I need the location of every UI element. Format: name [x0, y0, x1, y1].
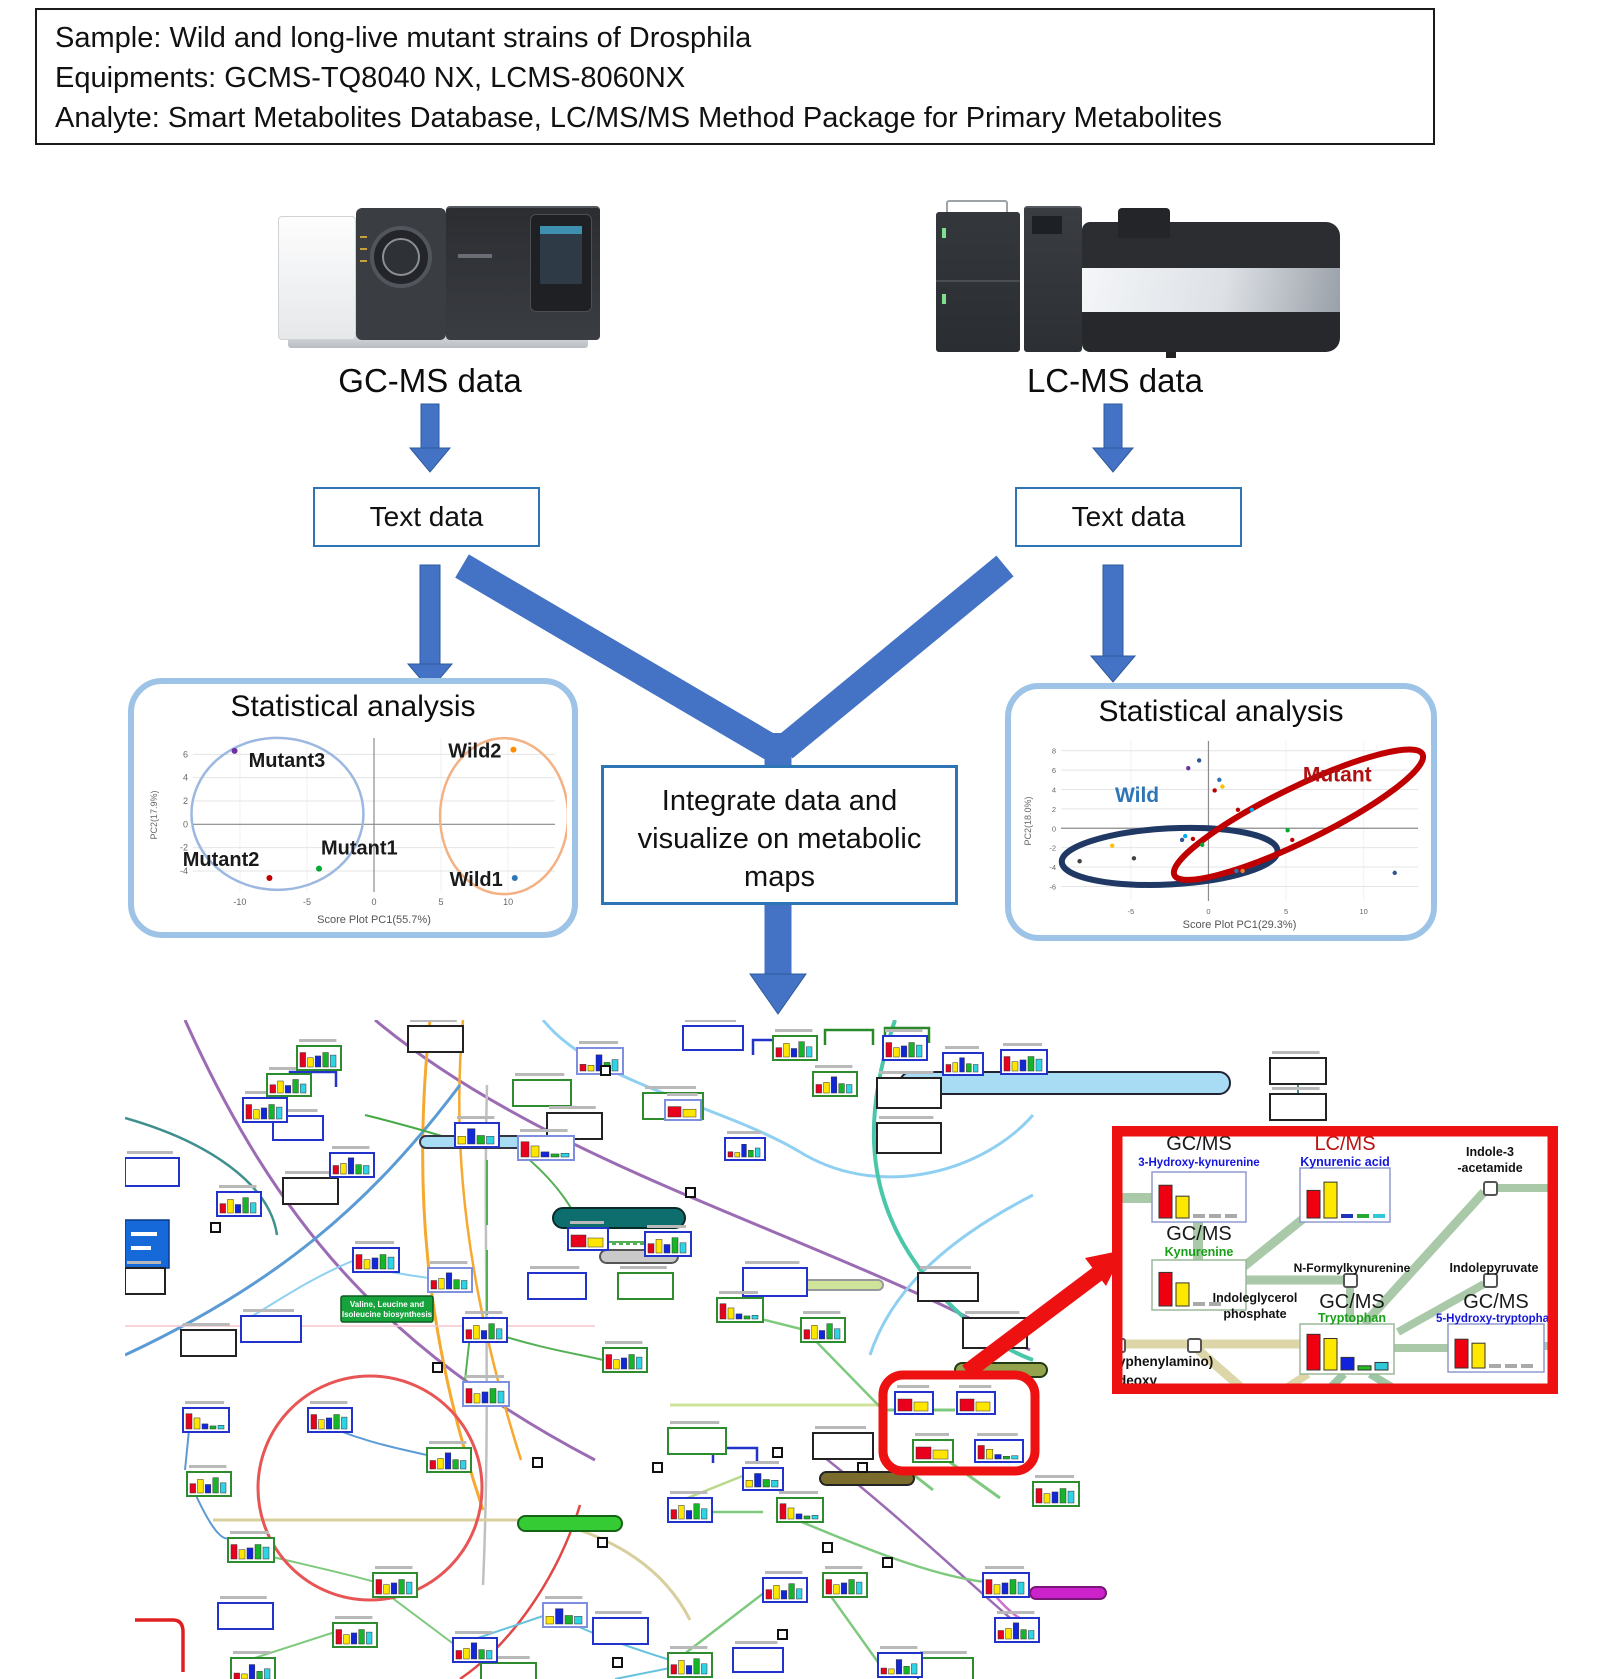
- svg-text:Tryptophan: Tryptophan: [1318, 1311, 1386, 1325]
- panel-title-gcms: Statistical analysis: [230, 690, 476, 723]
- header-info-box: Sample: Wild and long-live mutant strain…: [35, 8, 1435, 145]
- svg-text:Wild1: Wild1: [450, 869, 503, 891]
- svg-text:Score Plot PC1(55.7%): Score Plot PC1(55.7%): [317, 914, 431, 926]
- svg-text:0: 0: [1052, 824, 1056, 833]
- svg-text:5: 5: [1284, 907, 1288, 916]
- svg-text:PC2(18.0%): PC2(18.0%): [1023, 796, 1033, 845]
- svg-text:-acetamide: -acetamide: [1457, 1161, 1522, 1175]
- integrate-box: Integrate data and visualize on metaboli…: [601, 765, 958, 905]
- svg-text:GC/MS: GC/MS: [1319, 1291, 1385, 1313]
- lcms-ms-bottom: [1082, 312, 1340, 352]
- text-data-box-gcms: Text data: [313, 487, 540, 547]
- svg-text:-4: -4: [1049, 863, 1056, 872]
- svg-text:Isoleucine biosynthesis: Isoleucine biosynthesis: [342, 1310, 433, 1319]
- lcms-instrument-photo: [928, 194, 1340, 362]
- svg-text:-6: -6: [1049, 882, 1056, 891]
- gcms-screen-header: [540, 226, 582, 234]
- svg-text:10: 10: [503, 897, 513, 907]
- svg-text:Wild2: Wild2: [448, 741, 501, 763]
- svg-text:0: 0: [1206, 907, 1210, 916]
- svg-text:6: 6: [1052, 766, 1056, 775]
- gcms-caption: GC-MS data: [338, 362, 522, 399]
- panel-title-lcms: Statistical analysis: [1098, 695, 1344, 728]
- svg-text:3-Hydroxy-kynurenine: 3-Hydroxy-kynurenine: [1138, 1157, 1259, 1169]
- svg-text:5: 5: [439, 897, 444, 907]
- lcms-led-b: [942, 294, 946, 304]
- svg-text:yphenylamino): yphenylamino): [1118, 1354, 1213, 1369]
- gcms-led-3: [360, 260, 367, 262]
- svg-text:0: 0: [371, 897, 376, 907]
- lcms-tower-divider: [936, 280, 1020, 282]
- svg-text:5-Hydroxy-tryptophan: 5-Hydroxy-tryptophan: [1436, 1313, 1556, 1325]
- svg-text:Mutant: Mutant: [1303, 764, 1372, 787]
- svg-text:-10: -10: [233, 897, 246, 907]
- svg-text:Score Plot PC1(29.3%): Score Plot PC1(29.3%): [1183, 919, 1297, 931]
- svg-text:0: 0: [183, 819, 188, 829]
- svg-text:10: 10: [1360, 907, 1368, 916]
- svg-text:-5: -5: [1128, 907, 1135, 916]
- text-data-label-gcms: Text data: [369, 501, 484, 532]
- svg-text:Indole-3: Indole-3: [1466, 1145, 1514, 1159]
- svg-text:8: 8: [1052, 747, 1056, 756]
- svg-text:4: 4: [1052, 785, 1056, 794]
- svg-text:-2: -2: [1049, 844, 1056, 853]
- svg-text:2: 2: [183, 796, 188, 806]
- svg-text:phosphate: phosphate: [1223, 1307, 1286, 1321]
- integrate-line-1: Integrate data and: [661, 785, 898, 817]
- svg-text:LC/MS: LC/MS: [1314, 1133, 1375, 1155]
- gcms-left-unit: [278, 216, 356, 340]
- lcms-led-a: [942, 228, 946, 238]
- svg-text:-5: -5: [303, 897, 311, 907]
- gcms-screen: [540, 226, 582, 284]
- svg-text:Mutant3: Mutant3: [249, 750, 326, 772]
- svg-text:GC/MS: GC/MS: [1463, 1291, 1529, 1313]
- gcms-instrument-photo: [278, 196, 600, 360]
- svg-text:N-Formylkynurenine: N-Formylkynurenine: [1294, 1261, 1411, 1275]
- lcms-tower2-screen: [1032, 216, 1062, 234]
- svg-text:2: 2: [1052, 805, 1056, 814]
- lcms-caption: LC-MS data: [1026, 362, 1204, 399]
- svg-text:Mutant1: Mutant1: [321, 838, 398, 860]
- pathway-inset: GC/MS 3-Hydroxy-kynurenine LC/MSKynurenic …: [1112, 1126, 1558, 1394]
- svg-text:Wild: Wild: [1115, 784, 1159, 807]
- gcms-branding-mark: [458, 254, 492, 258]
- lcms-foot: [1166, 352, 1176, 358]
- svg-text:-2: -2: [180, 843, 188, 853]
- sample-line: Sample: Wild and long-live mutant strain…: [55, 22, 752, 54]
- svg-text:Kynurenine: Kynurenine: [1165, 1245, 1234, 1259]
- lcms-autosampler-arm: [1118, 208, 1170, 238]
- text-data-label-lcms: Text data: [1071, 501, 1186, 532]
- svg-text:-4: -4: [180, 866, 188, 876]
- svg-text:Indolepyruvate: Indolepyruvate: [1450, 1261, 1539, 1275]
- lcms-handle: [946, 200, 1008, 212]
- gcms-led-1: [360, 236, 367, 238]
- svg-text:Valine, Leucine and: Valine, Leucine and: [350, 1300, 424, 1309]
- integrate-line-3: maps: [744, 861, 815, 893]
- lcms-silver-band: [1082, 268, 1340, 312]
- svg-text:6: 6: [183, 749, 188, 759]
- equipments-line: Equipments: GCMS-TQ8040 NX, LCMS-8060NX: [55, 62, 686, 94]
- svg-text:GC/MS: GC/MS: [1166, 1133, 1232, 1155]
- gcms-dial-inner: [382, 238, 420, 276]
- svg-text:GC/MS: GC/MS: [1166, 1223, 1232, 1245]
- gcms-led-2: [360, 248, 367, 250]
- svg-text:4: 4: [183, 773, 188, 783]
- analyte-line: Analyte: Smart Metabolites Database, LC/…: [55, 102, 1222, 134]
- lcms-tower-1: [936, 212, 1020, 352]
- svg-text:Mutant2: Mutant2: [183, 849, 260, 871]
- integrate-line-2: visualize on metabolic: [637, 823, 922, 855]
- svg-text:Kynurenic acid: Kynurenic acid: [1300, 1155, 1390, 1169]
- svg-text:PC2(17.9%): PC2(17.9%): [149, 790, 159, 839]
- text-data-box-lcms: Text data: [1015, 487, 1242, 547]
- svg-text:Indoleglycerol: Indoleglycerol: [1213, 1291, 1298, 1305]
